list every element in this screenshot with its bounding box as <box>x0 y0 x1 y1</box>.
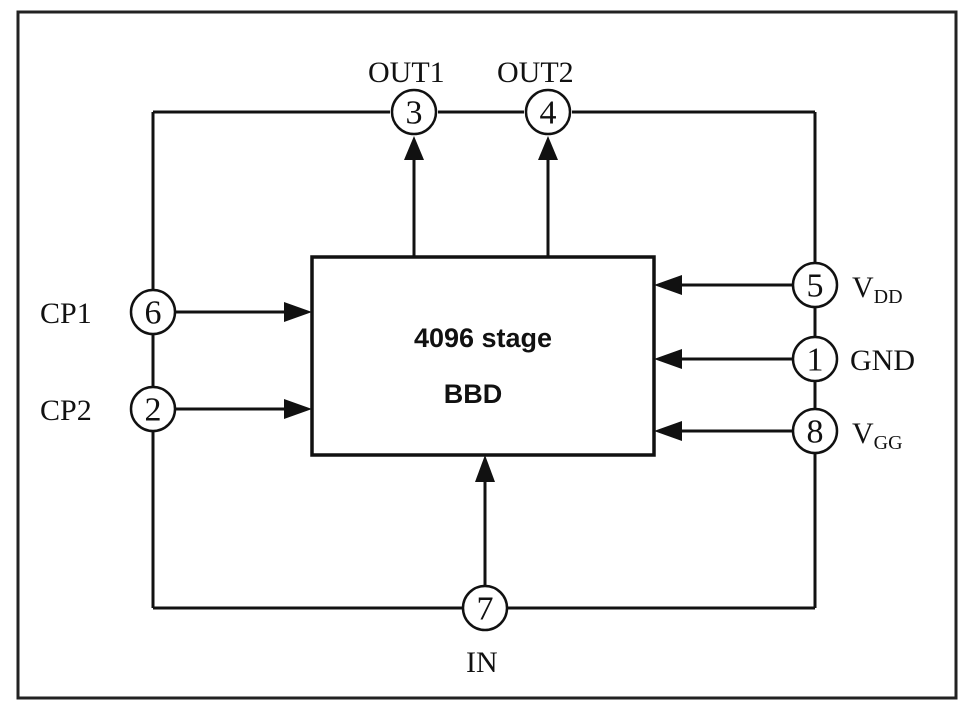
pin-5-label: VDD <box>852 271 903 308</box>
vgg-arrow <box>654 421 682 441</box>
pin-1-circle <box>791 335 839 383</box>
pin-5-number: 5 <box>807 268 824 305</box>
pin-3: 3 OUT1 <box>368 56 445 136</box>
pin-3-circle <box>390 88 438 136</box>
pin-7-number: 7 <box>477 591 494 628</box>
vdd-arrow <box>654 275 682 295</box>
in-arrow <box>475 455 495 482</box>
out1-arrow <box>404 136 424 160</box>
block-subtitle: BBD <box>444 379 503 409</box>
pin-7: 7 IN <box>461 584 509 679</box>
pin-8: 8 VGG <box>791 407 903 455</box>
pin-3-label: OUT1 <box>368 56 445 89</box>
pin-1-label: GND <box>850 344 915 377</box>
pin-3-number: 3 <box>406 95 423 132</box>
pin-2-circle <box>129 385 177 433</box>
pin-2-number: 2 <box>145 392 162 429</box>
pin-8-number: 8 <box>807 414 824 451</box>
pin-6: 6 CP1 <box>40 288 177 336</box>
pin-7-label: IN <box>466 646 498 679</box>
pin-5-label-sub: DD <box>874 286 903 308</box>
pin-2-label: CP2 <box>40 394 92 427</box>
pin-8-circle <box>791 407 839 455</box>
pin-6-label: CP1 <box>40 297 92 330</box>
pin-8-label: VGG <box>852 417 903 454</box>
pin-8-label-main: V <box>852 417 874 450</box>
block-title: 4096 stage <box>414 323 552 353</box>
cp1-arrow <box>284 302 312 322</box>
pin-6-number: 6 <box>145 295 162 332</box>
pin-4-number: 4 <box>540 95 557 132</box>
gnd-arrow <box>654 349 682 369</box>
pin-7-circle <box>461 584 509 632</box>
pin-2: 2 CP2 <box>40 385 177 433</box>
outer-frame <box>16 10 958 700</box>
pin-5-circle <box>791 261 839 309</box>
pin-4-circle <box>524 88 572 136</box>
pin-6-circle <box>129 288 177 336</box>
pin-5: 5 VDD <box>791 261 903 309</box>
pin-8-label-sub: GG <box>874 432 903 454</box>
out2-arrow <box>538 136 558 160</box>
pin-4-label: OUT2 <box>497 56 574 89</box>
pin-5-label-main: V <box>852 271 874 304</box>
pin-1-number: 1 <box>807 342 824 379</box>
pin-4: 4 OUT2 <box>497 56 574 136</box>
cp2-arrow <box>284 399 312 419</box>
bbd-block <box>310 255 656 457</box>
pin-1: 1 GND <box>791 335 915 383</box>
